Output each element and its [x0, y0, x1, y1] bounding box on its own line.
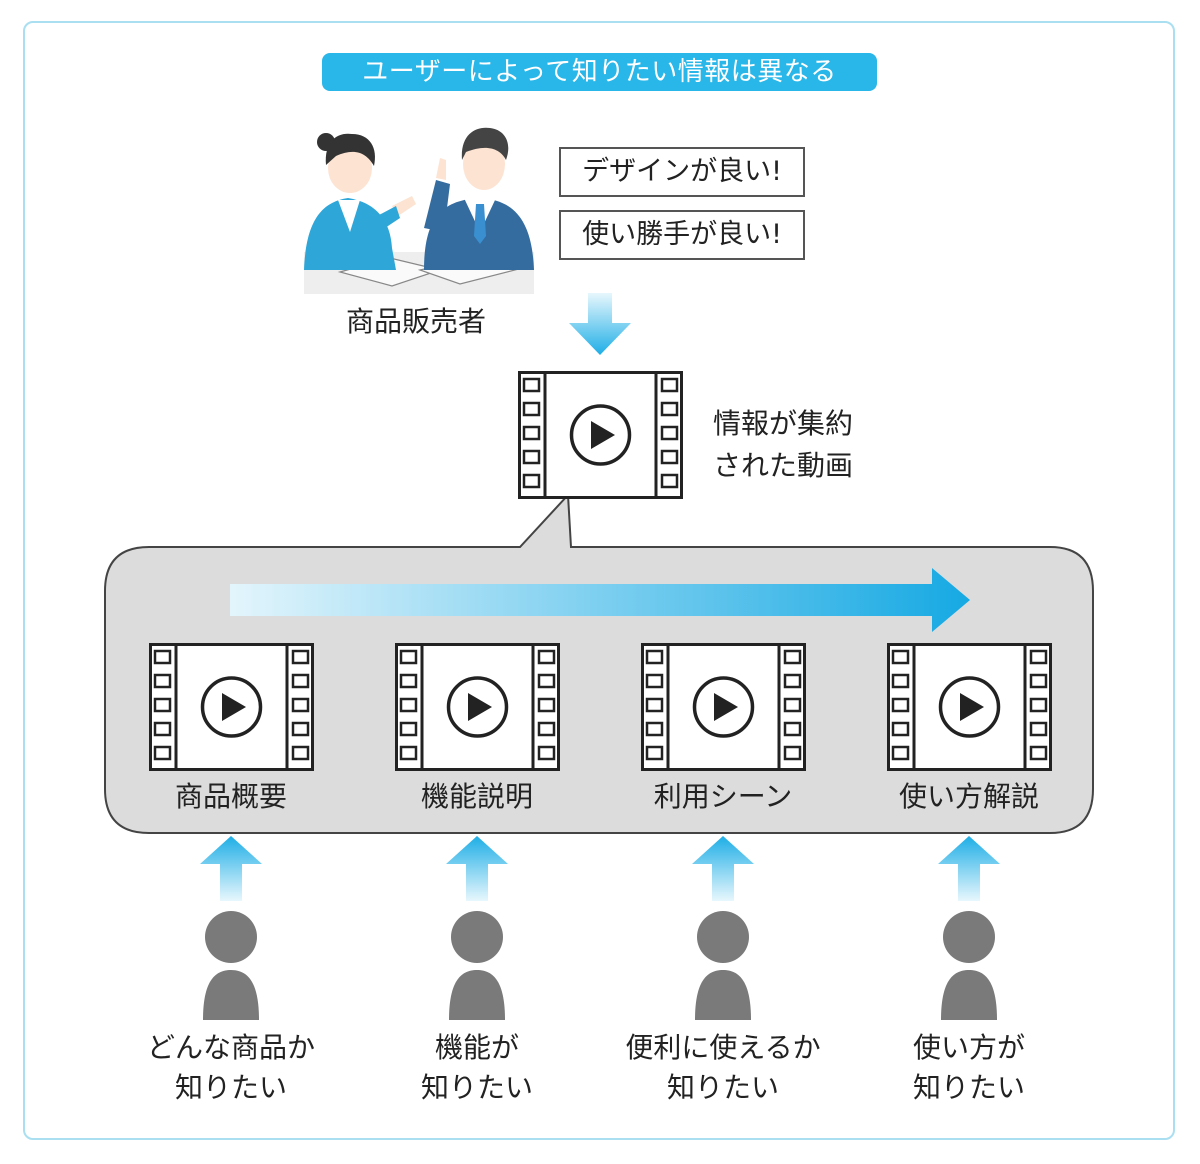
user-need-line2: 知りたい [174, 1071, 287, 1104]
up-arrow [688, 836, 758, 901]
seller-illustration [304, 127, 534, 294]
down-arrow [569, 293, 631, 355]
user-need-line2: 知りたい [912, 1071, 1025, 1104]
up-arrow [934, 836, 1004, 901]
speech-bubble-usability: 使い勝手が良い! [559, 210, 805, 260]
segment-video-icon [149, 643, 314, 771]
user-need-line2: 知りたい [420, 1071, 533, 1104]
user-need-line1: 使い方が [912, 1031, 1025, 1064]
diagram-title: ユーザーによって知りたい情報は異なる [322, 53, 877, 91]
segment-video-icon [641, 643, 806, 771]
segments-panel [104, 492, 1094, 834]
user-need-line2: 知りたい [666, 1071, 779, 1104]
user-need-caption: 便利に使えるか 知りたい [608, 1028, 838, 1108]
user-need-line1: 便利に使えるか [625, 1031, 821, 1064]
segment-label: 機能説明 [420, 780, 533, 813]
summary-video-icon [518, 371, 683, 499]
summary-video-label: 情報が集約 された動画 [713, 403, 853, 487]
progression-arrow [230, 568, 970, 632]
user-icon [693, 910, 753, 1020]
segment-video-icon [395, 643, 560, 771]
user-icon [447, 910, 507, 1020]
user-icon [201, 910, 261, 1020]
segment-label: 利用シーン [653, 780, 793, 813]
user-need-caption: 使い方が 知りたい [854, 1028, 1084, 1108]
summary-video-label-line1: 情報が集約 [713, 407, 854, 440]
diagram-frame [23, 21, 1175, 1140]
segment-video-icon [887, 643, 1052, 771]
speech-bubble-design: デザインが良い! [559, 147, 805, 197]
up-arrow [442, 836, 512, 901]
up-arrow [196, 836, 266, 901]
seller-label: 商品販売者 [346, 305, 487, 338]
user-need-line1: 機能が [434, 1031, 519, 1064]
segment-label: 使い方解説 [898, 780, 1039, 813]
segment-label: 商品概要 [174, 780, 287, 813]
user-need-line1: どんな商品か [146, 1031, 315, 1064]
summary-video-label-line2: された動画 [713, 449, 854, 482]
user-icon [939, 910, 999, 1020]
user-need-caption: どんな商品か 知りたい [116, 1028, 346, 1108]
user-need-caption: 機能が 知りたい [362, 1028, 592, 1108]
